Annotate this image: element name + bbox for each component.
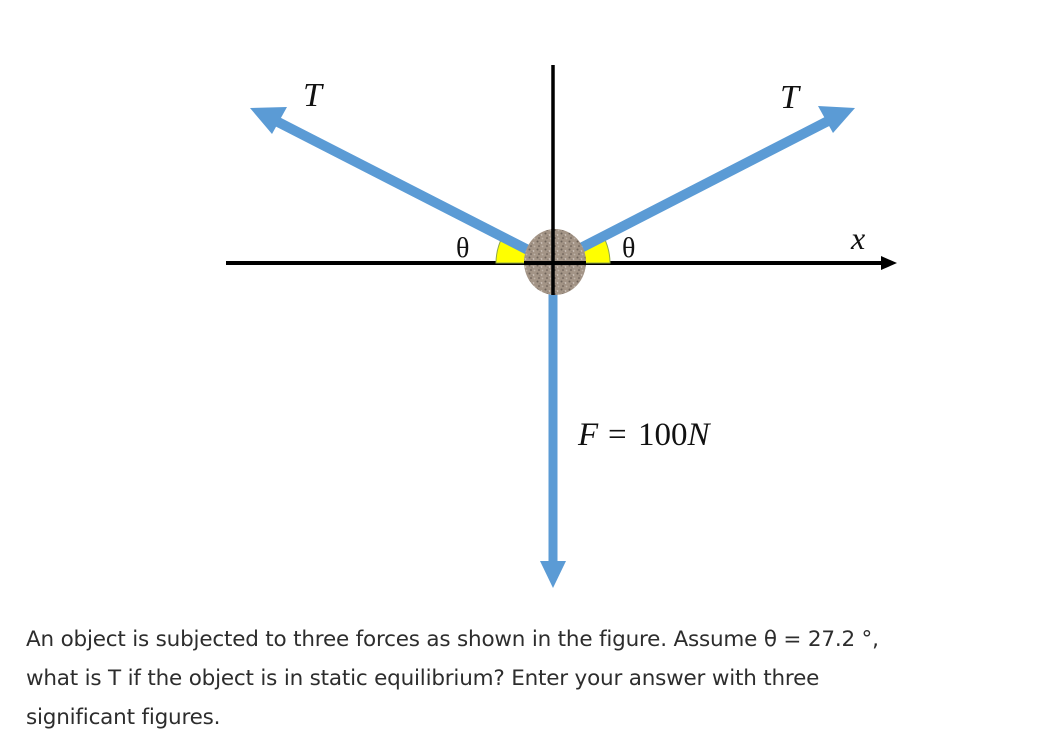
- tension-arrow-left: [250, 107, 533, 256]
- force-label: F = 100N: [577, 417, 712, 453]
- tension-label-right: T: [780, 79, 801, 116]
- x-axis-arrowhead-icon: [881, 256, 897, 270]
- arrowhead-down-icon: [540, 561, 566, 588]
- force-label-equals: =: [608, 417, 627, 453]
- force-diagram: T T θ θ x F = 100N: [226, 65, 897, 588]
- force-label-value: 100N: [638, 417, 712, 453]
- question-line-2: what is T if the object is in static equ…: [26, 666, 820, 691]
- force-label-symbol: F: [577, 417, 599, 453]
- arrowhead-left-icon: [250, 107, 287, 134]
- question-line-1: An object is subjected to three forces a…: [26, 627, 879, 652]
- angle-label-right: θ: [622, 233, 635, 264]
- x-axis-label: x: [850, 220, 865, 256]
- force-arrow-down: [540, 280, 566, 588]
- tension-arrow-right: [572, 106, 855, 256]
- question-line-3: significant figures.: [26, 705, 221, 730]
- question-text: An object is subjected to three forces a…: [26, 620, 1056, 737]
- tension-label-left: T: [303, 77, 324, 114]
- arrowhead-right-icon: [818, 106, 855, 133]
- angle-label-left: θ: [456, 233, 469, 264]
